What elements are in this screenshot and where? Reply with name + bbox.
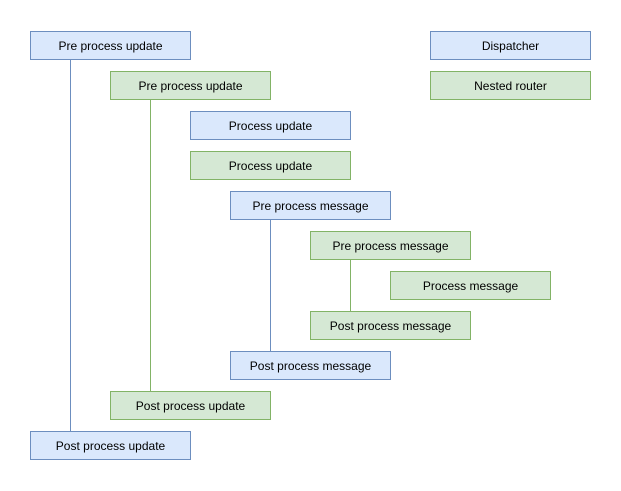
node-dispatcher-pre-process-message: Pre process message: [230, 191, 391, 220]
node-router-post-process-update: Post process update: [110, 391, 271, 420]
node-router-pre-process-message: Pre process message: [310, 231, 471, 260]
node-label: Pre process update: [138, 78, 243, 93]
node-label: Post process message: [249, 358, 372, 373]
node-router-process-update: Process update: [190, 151, 351, 180]
node-label: Process message: [422, 278, 519, 293]
legend-label: Nested router: [474, 78, 547, 93]
node-label: Post process update: [135, 398, 246, 413]
node-router-process-message: Process message: [390, 271, 551, 300]
connector-dispatcher-update-span: [70, 60, 71, 431]
connector-router-message-span: [350, 260, 351, 311]
node-dispatcher-pre-process-update: Pre process update: [30, 31, 191, 60]
node-label: Pre process message: [332, 238, 449, 253]
node-dispatcher-process-update: Process update: [190, 111, 351, 140]
node-router-post-process-message: Post process message: [310, 311, 471, 340]
node-label: Post process update: [55, 438, 166, 453]
node-label: Process update: [228, 118, 313, 133]
node-label: Pre process message: [252, 198, 369, 213]
node-router-pre-process-update: Pre process update: [110, 71, 271, 100]
node-label: Post process message: [329, 318, 452, 333]
node-dispatcher-post-process-update: Post process update: [30, 431, 191, 460]
connector-router-update-span: [150, 100, 151, 391]
legend-nested-router: Nested router: [430, 71, 591, 100]
node-dispatcher-post-process-message: Post process message: [230, 351, 391, 380]
connector-dispatcher-message-span: [270, 220, 271, 351]
node-label: Pre process update: [58, 38, 163, 53]
legend-label: Dispatcher: [481, 38, 540, 53]
node-label: Process update: [228, 158, 313, 173]
legend-dispatcher: Dispatcher: [430, 31, 591, 60]
